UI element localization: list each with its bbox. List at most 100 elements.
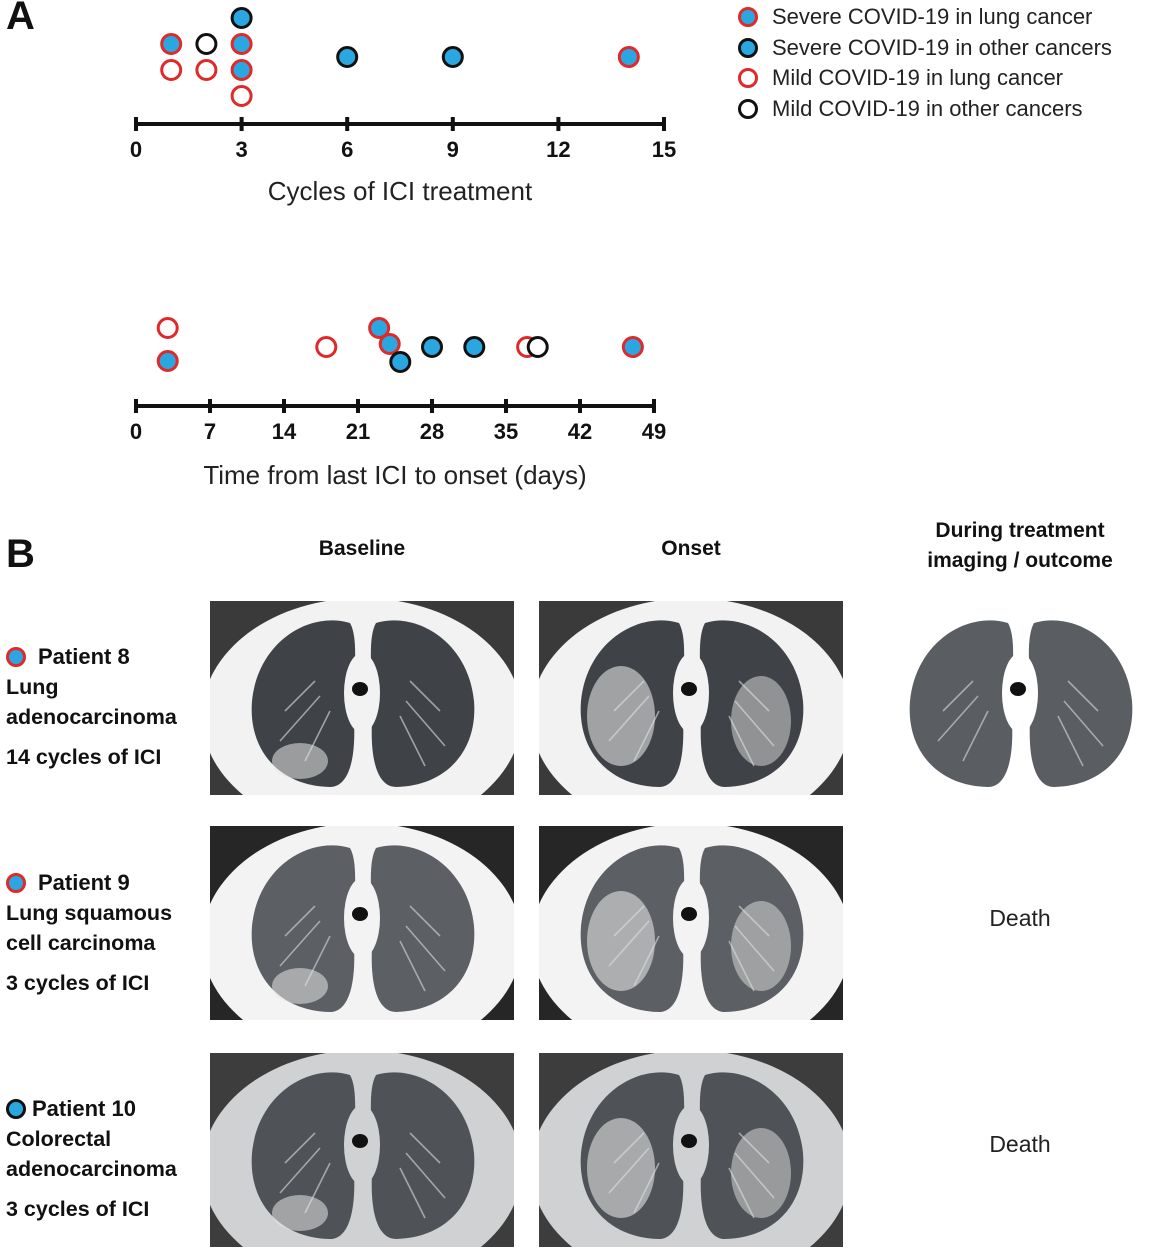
column-header-during-line2: imaging / outcome	[927, 549, 1113, 572]
ct-patient-8-during	[868, 601, 1167, 795]
x-tick-label: 15	[652, 137, 676, 162]
mild-other-marker	[738, 98, 758, 119]
data-point-severe-other	[421, 336, 443, 358]
ct-opacity	[731, 676, 791, 766]
ct-lung-left	[1028, 620, 1133, 787]
legend-item-severe-other: Severe COVID-19 in other cancers	[738, 33, 1112, 64]
patient-9-outcome: Death	[989, 905, 1051, 931]
data-point-mild-lung	[156, 317, 179, 339]
mild-lung-marker	[738, 68, 758, 89]
x-tick-label: 6	[341, 137, 353, 162]
data-point-severe-lung	[230, 33, 253, 55]
ct-opacity	[731, 1128, 791, 1218]
ct-vessel	[399, 715, 426, 767]
ct-vessel	[405, 925, 446, 972]
ct-vessel	[405, 1152, 446, 1199]
ct-vessel	[1057, 715, 1084, 767]
data-point-severe-lung	[621, 336, 644, 358]
patient-name: Patient 10	[32, 1096, 136, 1121]
x-tick-label: 12	[546, 137, 570, 162]
data-point-severe-lung	[617, 46, 640, 68]
data-point-severe-lung	[156, 350, 179, 372]
ct-lung-right	[251, 620, 356, 787]
legend-label: Mild COVID-19 in lung cancer	[772, 65, 1064, 91]
ct-opacity	[731, 901, 791, 991]
severe-other-marker	[738, 37, 758, 58]
x-tick-label: 0	[130, 137, 142, 162]
patient-diagnosis-line1: Lung squamous	[6, 901, 173, 925]
legend-item-severe-lung: Severe COVID-19 in lung cancer	[738, 2, 1112, 33]
patient-cycles: 14 cycles of ICI	[6, 745, 162, 769]
x-tick-label: 7	[204, 419, 216, 444]
ct-vessel	[409, 680, 441, 712]
x-axis-label: Time from last ICI to onset (days)	[203, 460, 586, 490]
patient-9-info: Patient 9 Lung squamous cell carcinoma 3…	[6, 868, 206, 998]
data-point-mild-other	[526, 336, 549, 358]
ct-scan-image	[210, 1053, 514, 1247]
ct-scan-image	[539, 1053, 843, 1247]
ct-vessel	[942, 680, 974, 712]
data-point-mild-lung	[315, 336, 338, 358]
ct-vessel	[399, 1167, 426, 1219]
ct-patient-10-baseline	[210, 1053, 514, 1247]
column-header-onset: Onset	[661, 537, 721, 560]
column-header-baseline: Baseline	[318, 537, 406, 560]
column-header-during-line1: During treatment	[935, 519, 1105, 542]
patient-diagnosis-line1: Lung	[6, 675, 59, 699]
data-point-severe-other	[463, 336, 486, 358]
patient-name: Patient 9	[38, 870, 130, 895]
column-header-during: During treatment imaging / outcome	[868, 516, 1167, 576]
ct-lung-right	[909, 620, 1014, 787]
patient-diagnosis-line2: adenocarcinoma	[6, 1157, 177, 1181]
data-point-severe-lung	[160, 33, 183, 55]
ct-patient-8-baseline	[210, 601, 514, 795]
ct-lung-left	[370, 1072, 475, 1239]
x-tick-label: 35	[494, 419, 518, 444]
patient-cycles: 3 cycles of ICI	[6, 1197, 150, 1221]
ct-scan-image	[210, 826, 514, 1020]
x-axis-label: Cycles of ICI treatment	[268, 176, 533, 206]
data-point-mild-lung	[230, 85, 253, 107]
ct-vessel	[399, 940, 426, 992]
ct-trachea	[681, 1134, 697, 1148]
x-tick-label: 3	[235, 137, 247, 162]
ct-trachea	[352, 907, 368, 921]
legend-item-mild-lung: Mild COVID-19 in lung cancer	[738, 63, 1112, 94]
ct-opacity	[587, 666, 655, 766]
severe-lung-marker	[6, 647, 26, 667]
ct-vessel	[284, 1132, 316, 1164]
x-tick-label: 0	[130, 419, 142, 444]
patient-name: Patient 8	[38, 644, 130, 669]
x-tick-label: 9	[447, 137, 459, 162]
ct-vessel	[284, 680, 316, 712]
ct-vessel	[937, 695, 979, 742]
data-point-mild-lung	[195, 59, 218, 81]
ct-vessel	[1067, 680, 1099, 712]
ct-patient-9-onset	[539, 826, 843, 1020]
ct-opacity	[587, 1118, 655, 1218]
ct-trachea	[352, 1134, 368, 1148]
ct-lung-right	[251, 845, 356, 1012]
x-tick-label: 21	[346, 419, 370, 444]
ct-patient-10-onset	[539, 1053, 843, 1247]
ct-patient-8-onset	[539, 601, 843, 795]
ct-opacity	[272, 1195, 328, 1231]
ct-scan-image	[868, 601, 1167, 795]
patient-diagnosis-line2: adenocarcinoma	[6, 705, 177, 729]
ct-trachea	[1010, 682, 1026, 696]
legend-label: Mild COVID-19 in other cancers	[772, 95, 1083, 121]
ct-vessel	[962, 710, 989, 762]
ct-trachea	[681, 682, 697, 696]
data-point-mild-lung	[160, 59, 183, 81]
patient-cycles: 3 cycles of ICI	[6, 971, 150, 995]
ct-scan-image	[539, 826, 843, 1020]
x-tick-label: 28	[420, 419, 444, 444]
patient-diagnosis-line1: Colorectal	[6, 1127, 112, 1151]
ct-trachea	[681, 907, 697, 921]
data-point-severe-lung	[368, 317, 391, 339]
ct-vessel	[1063, 700, 1104, 747]
panel-a-label: A	[6, 0, 35, 38]
ct-vessel	[409, 905, 441, 937]
